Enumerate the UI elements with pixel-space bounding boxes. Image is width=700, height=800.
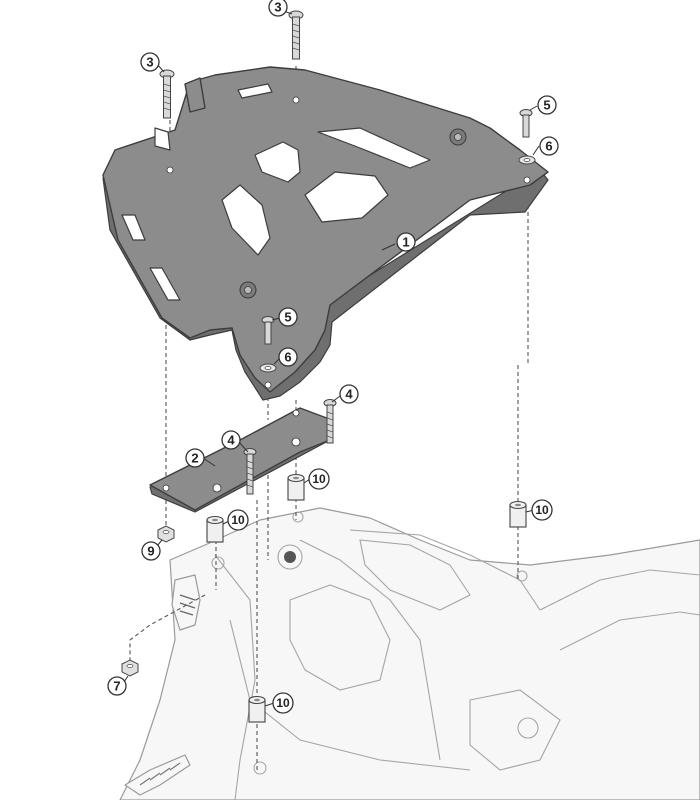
- callout-4-right-label: 4: [345, 387, 353, 402]
- callout-7: 7: [107, 676, 127, 696]
- callout-3-top-label: 3: [274, 0, 281, 15]
- callout-10-a-label: 10: [312, 472, 326, 486]
- spacer-10-b: [206, 515, 224, 543]
- callout-6-middle-label: 6: [284, 350, 291, 365]
- callout-3-top: 3: [268, 0, 288, 17]
- callout-10-a: 10: [308, 468, 330, 490]
- callout-6-right: 6: [539, 136, 559, 156]
- callout-10-c-label: 10: [535, 503, 549, 517]
- callout-4-left: 4: [221, 430, 241, 450]
- callout-10-b: 10: [227, 509, 249, 531]
- callout-2: 2: [185, 448, 205, 468]
- callout-1: 1: [396, 232, 416, 252]
- screw-4-right: [323, 399, 337, 444]
- screw-5-right: [519, 109, 533, 138]
- screw-3-left: [159, 69, 175, 119]
- washer-6-right: [518, 155, 536, 165]
- screw-3-top: [288, 10, 304, 60]
- callout-6-right-label: 6: [545, 139, 552, 154]
- spacer-10-c: [509, 500, 527, 528]
- motorcycle-rear-frame: [119, 507, 700, 800]
- rack-plate: [102, 66, 549, 401]
- callout-2-label: 2: [191, 451, 198, 466]
- callout-5-middle: 5: [278, 307, 298, 327]
- callout-10-d-label: 10: [276, 696, 290, 710]
- callout-9: 9: [141, 541, 161, 561]
- callout-10-d: 10: [272, 692, 294, 714]
- callout-3-left-label: 3: [146, 55, 153, 70]
- adapter-plate: [149, 407, 333, 513]
- nut-9: [157, 525, 175, 543]
- screw-5-middle: [261, 316, 275, 345]
- spacer-10-a: [287, 473, 305, 501]
- callout-3-left: 3: [140, 52, 160, 72]
- callout-6-middle: 6: [278, 347, 298, 367]
- callout-9-label: 9: [147, 544, 154, 559]
- washer-6-middle: [259, 363, 277, 373]
- callout-5-middle-label: 5: [284, 310, 291, 325]
- callout-5-right: 5: [537, 95, 557, 115]
- callout-7-label: 7: [113, 679, 120, 694]
- callout-10-c: 10: [531, 499, 553, 521]
- callout-5-right-label: 5: [543, 98, 550, 113]
- callout-4-left-label: 4: [227, 433, 235, 448]
- callout-10-b-label: 10: [231, 513, 245, 527]
- callout-1-label: 1: [402, 235, 409, 250]
- callout-4-right: 4: [339, 384, 359, 404]
- spacer-10-d: [248, 695, 266, 723]
- nut-7: [121, 659, 139, 677]
